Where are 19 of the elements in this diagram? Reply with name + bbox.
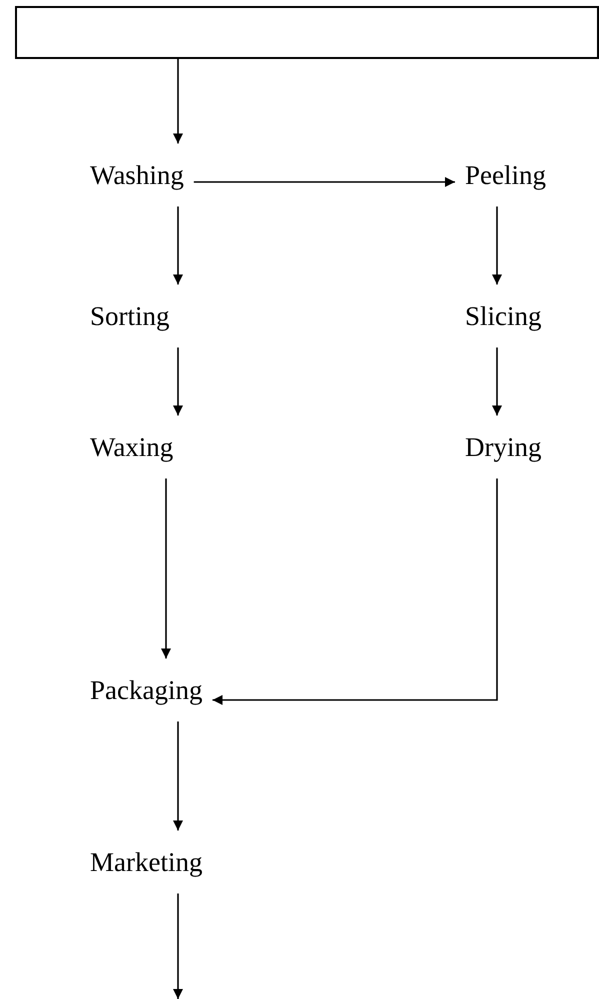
step-label: Washing <box>89 158 185 192</box>
step-label: Packaging <box>89 674 204 707</box>
arrow <box>194 177 455 187</box>
empty-box <box>15 6 599 59</box>
arrow <box>173 894 183 999</box>
arrow <box>161 478 171 658</box>
step-label: Waxing <box>89 430 174 464</box>
arrow <box>492 348 502 416</box>
arrow <box>212 478 498 705</box>
arrow <box>173 206 183 284</box>
step-label: Peeling <box>464 158 547 192</box>
arrow <box>173 348 183 416</box>
step-label: Slicing <box>464 300 543 333</box>
step-label: Sorting <box>89 300 171 333</box>
step-label: Drying <box>464 430 542 464</box>
step-label: Marketing <box>89 846 204 879</box>
arrow <box>492 206 502 284</box>
arrow <box>173 722 183 830</box>
arrow <box>173 59 183 144</box>
